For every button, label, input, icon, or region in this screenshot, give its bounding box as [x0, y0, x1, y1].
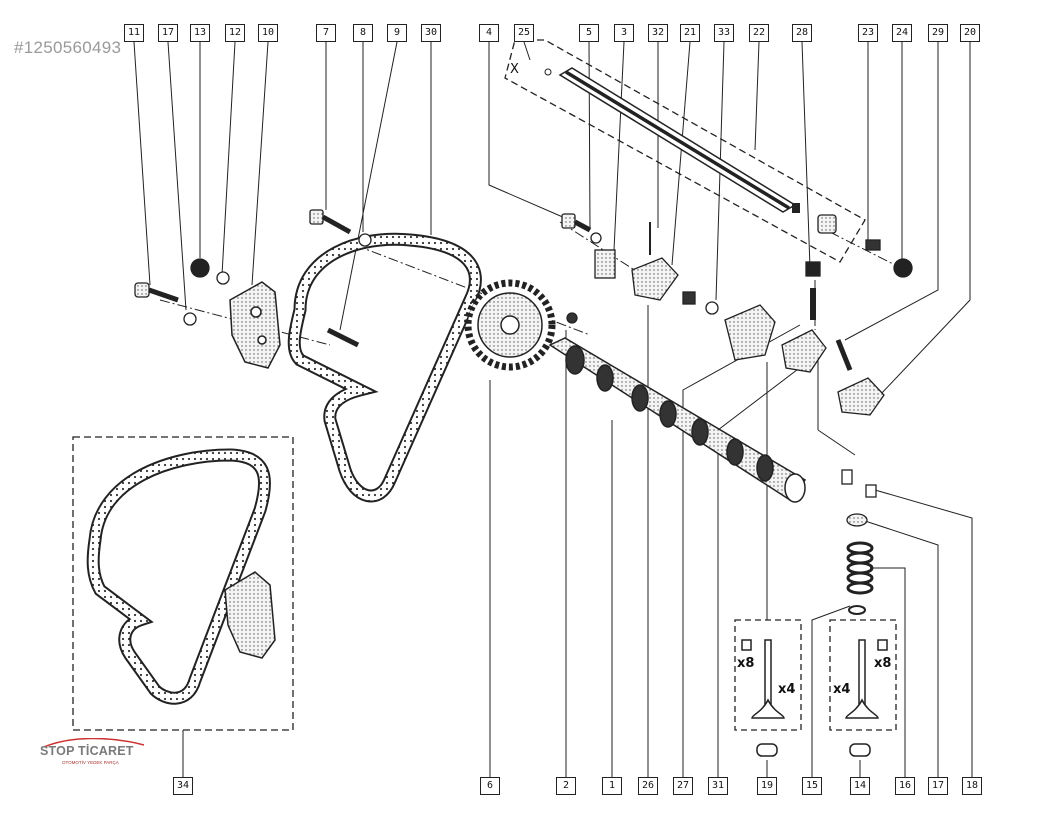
valve-spring [846, 541, 874, 615]
image-watermark: #1250560493 [14, 38, 122, 57]
dimension-label-x: X [510, 62, 519, 77]
callout-10: 10 [258, 24, 278, 42]
callout-34: 34 [173, 777, 193, 795]
callout-29: 29 [928, 24, 948, 42]
multiplier-valve-right: x4 [833, 682, 851, 697]
belt-tensioner [229, 281, 281, 369]
callout-33: 33 [714, 24, 734, 42]
valve-left [741, 639, 785, 719]
callout-11: 11 [124, 24, 144, 42]
callout-24: 24 [892, 24, 912, 42]
callout-31: 31 [708, 777, 728, 795]
callout-23: 23 [858, 24, 878, 42]
logo-swoosh-icon [43, 738, 145, 748]
callout-22: 22 [749, 24, 769, 42]
callout-25: 25 [514, 24, 534, 42]
callout-17-bottom: 17 [928, 777, 948, 795]
callout-18: 18 [962, 777, 982, 795]
camshaft-sprocket [464, 279, 556, 371]
inset-belt-detail [86, 448, 276, 705]
logo-subtext: OTOMOTİV YEDEK PARÇA [62, 760, 119, 765]
callout-8: 8 [353, 24, 373, 42]
callout-4: 4 [479, 24, 499, 42]
callout-15: 15 [802, 777, 822, 795]
callout-27: 27 [673, 777, 693, 795]
callout-16: 16 [895, 777, 915, 795]
logo-text: STOP TİCARET [40, 744, 134, 758]
callout-26: 26 [638, 777, 658, 795]
callout-13: 13 [190, 24, 210, 42]
rocker-shaft [544, 67, 800, 213]
callout-6: 6 [480, 777, 500, 795]
fasteners [134, 209, 913, 527]
valve-right [845, 639, 888, 719]
callout-7: 7 [316, 24, 336, 42]
callout-2: 2 [556, 777, 576, 795]
callout-3: 3 [614, 24, 634, 42]
seller-logo: STOP TİCARET OTOMOTİV YEDEK PARÇA [40, 738, 150, 768]
callout-17-top: 17 [158, 24, 178, 42]
callout-1: 1 [602, 777, 622, 795]
callout-12: 12 [225, 24, 245, 42]
callout-32: 32 [648, 24, 668, 42]
multiplier-collet-right: x8 [874, 656, 892, 671]
callout-30: 30 [421, 24, 441, 42]
callout-9: 9 [387, 24, 407, 42]
multiplier-collet-left: x8 [737, 656, 755, 671]
multiplier-valve-left: x4 [778, 682, 796, 697]
timing-belt-main [287, 232, 482, 503]
callout-28: 28 [792, 24, 812, 42]
camshaft [548, 337, 807, 503]
callout-19: 19 [757, 777, 777, 795]
callout-14: 14 [850, 777, 870, 795]
callout-21: 21 [680, 24, 700, 42]
callout-20: 20 [960, 24, 980, 42]
callout-5: 5 [579, 24, 599, 42]
